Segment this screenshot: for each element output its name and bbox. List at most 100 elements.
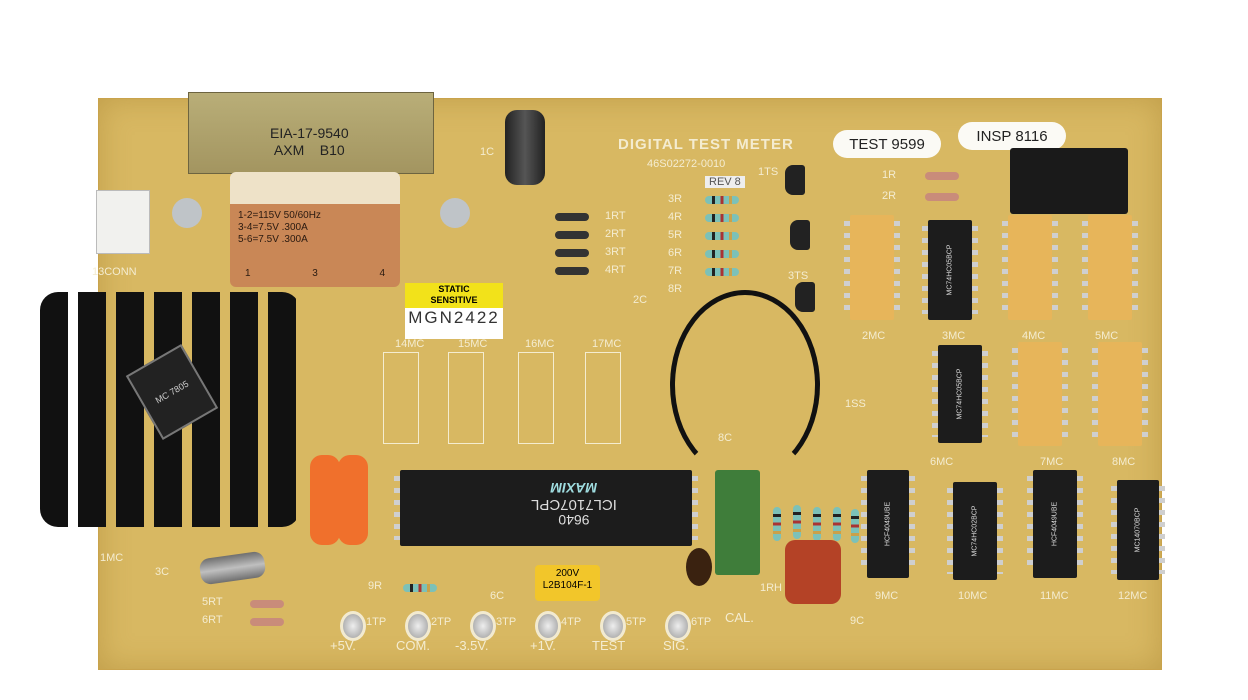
chip-model: ICL7107CPL bbox=[531, 496, 617, 513]
footprint-14mc bbox=[383, 352, 419, 444]
transformer-rating: 3-4=7.5V .300A bbox=[238, 222, 308, 233]
insp-sticker: INSP 8116 bbox=[958, 122, 1066, 150]
test-point-4tp[interactable] bbox=[535, 611, 561, 641]
test-point-label-6tp: SIG. bbox=[663, 638, 690, 653]
capacitor-orange-2 bbox=[338, 455, 368, 545]
chip-brand-logo: MAXIM bbox=[550, 480, 598, 496]
ic-11mc: HCF4049UBE bbox=[1027, 470, 1083, 578]
test-point-label-5tp: TEST bbox=[592, 638, 626, 653]
test-point-id-5tp: 5TP bbox=[626, 616, 647, 628]
ic-6mc: MC74HC05BCP bbox=[932, 345, 988, 443]
transformer-text: EIA-17-9540 AXM B10 bbox=[270, 125, 349, 159]
ic-label-11mc: 11MC bbox=[1040, 590, 1069, 602]
test-point-id-2tp: 2TP bbox=[431, 616, 452, 628]
ic-marking-10mc: MC74HC02BCP bbox=[971, 505, 979, 557]
label-1ts: 1TS bbox=[758, 166, 779, 178]
static-label-line1: STATIC bbox=[438, 284, 470, 294]
part-number: 46S02272-0010 bbox=[647, 158, 726, 170]
label-2rt: 2RT bbox=[605, 228, 626, 240]
ic-12mc: MC14070BCP bbox=[1111, 480, 1165, 580]
ic-label-10mc: 10MC bbox=[958, 590, 988, 602]
label-1rh: 1RH bbox=[760, 582, 783, 594]
ic-label-4mc: 4MC bbox=[1022, 330, 1046, 342]
transformer-line2: AXM B10 bbox=[273, 142, 345, 158]
label-3c: 3C bbox=[155, 566, 170, 578]
revision-label: REV 8 bbox=[705, 176, 745, 188]
resistor-6r bbox=[705, 250, 739, 258]
resistor-7r bbox=[705, 268, 739, 276]
static-sensitive-label: STATIC SENSITIVE MGN2422 bbox=[405, 283, 503, 339]
diode-3rt bbox=[555, 249, 589, 257]
ic-8mc bbox=[1092, 342, 1148, 446]
transistor-3ts bbox=[795, 282, 815, 312]
ic-10mc: MC74HC02BCP bbox=[947, 482, 1003, 580]
label-5r: 5R bbox=[668, 229, 683, 241]
ic-3mc: MC74HC05BCP bbox=[922, 220, 978, 320]
test-point-6tp[interactable] bbox=[665, 611, 691, 641]
test-point-id-6tp: 6TP bbox=[691, 616, 712, 628]
diode-4rt bbox=[555, 267, 589, 275]
transformer-pin: 3 bbox=[312, 268, 318, 279]
transformer-pin: 4 bbox=[379, 268, 385, 279]
label-4r: 4R bbox=[668, 211, 683, 223]
capacitor-orange-1 bbox=[310, 455, 340, 545]
ic-5mc bbox=[1082, 215, 1138, 320]
regulator-marking: MC 7805 bbox=[153, 378, 191, 406]
transistor-2ts bbox=[790, 220, 810, 250]
label-6r: 6R bbox=[668, 247, 683, 259]
ic-label-9mc: 9MC bbox=[875, 590, 899, 602]
ic-label-14mc: 14MC bbox=[395, 338, 425, 350]
test-point-1tp[interactable] bbox=[340, 611, 366, 641]
label-cal: CAL. bbox=[725, 610, 754, 625]
resistor-9r bbox=[403, 584, 437, 592]
label-1c: 1C bbox=[480, 146, 495, 158]
ic-marking-12mc: MC14070BCP bbox=[1134, 507, 1142, 553]
main-chip-icl7107: 9640 ICL7107CPL MAXIM bbox=[394, 470, 698, 546]
wire-loop bbox=[670, 290, 820, 480]
calibration-potentiometer[interactable] bbox=[715, 470, 760, 575]
test-point-5tp[interactable] bbox=[600, 611, 626, 641]
label-3r: 3R bbox=[668, 193, 683, 205]
test-point-id-1tp: 1TP bbox=[366, 616, 387, 628]
ic-label-6mc: 6MC bbox=[930, 456, 954, 468]
label-5rt: 5RT bbox=[202, 596, 223, 608]
test-point-3tp[interactable] bbox=[470, 611, 496, 641]
footprint-17mc bbox=[585, 352, 621, 444]
resistor-2r bbox=[925, 193, 959, 201]
resistor-lower-4 bbox=[833, 507, 841, 541]
ic-marking-6mc: MC74HC05BCP bbox=[956, 368, 964, 420]
test-point-2tp[interactable] bbox=[405, 611, 431, 641]
resistor-3r bbox=[705, 196, 739, 204]
resistor-5r bbox=[705, 232, 739, 240]
transistor-1ts bbox=[785, 165, 805, 195]
label-7r: 7R bbox=[668, 265, 683, 277]
ic-marking-3mc: MC74HC05BCP bbox=[946, 244, 954, 296]
test-point-id-4tp: 4TP bbox=[561, 616, 582, 628]
mount-nut-right bbox=[440, 198, 470, 228]
ic-label-15mc: 15MC bbox=[458, 338, 488, 350]
ic-label-2mc: 2MC bbox=[862, 330, 886, 342]
label-9r: 9R bbox=[368, 580, 383, 592]
ic-label-8mc: 8MC bbox=[1112, 456, 1136, 468]
ic-marking-11mc: HCF4049UBE bbox=[1051, 501, 1059, 547]
label-1r: 1R bbox=[882, 169, 897, 181]
label-2c: 2C bbox=[633, 294, 648, 306]
resistor-lower-1 bbox=[773, 507, 781, 541]
ic-label-12mc: 12MC bbox=[1118, 590, 1148, 602]
test-point-label-4tp: +1V. bbox=[530, 638, 556, 653]
label-6rt: 6RT bbox=[202, 614, 223, 626]
connector-label: 13CONN bbox=[92, 266, 137, 278]
static-label-line2: SENSITIVE bbox=[430, 295, 478, 305]
ic-7mc bbox=[1012, 342, 1068, 446]
connector bbox=[96, 190, 150, 254]
ic-2mc bbox=[844, 215, 900, 320]
chip-date-code: 9640 bbox=[558, 512, 590, 528]
capacitor-9c bbox=[785, 540, 841, 604]
diode-6rt bbox=[250, 618, 284, 626]
resistor-4r bbox=[705, 214, 739, 222]
diode-2rt bbox=[555, 231, 589, 239]
ic-marking-9mc: HCF4049UBE bbox=[884, 501, 892, 547]
label-4rt: 4RT bbox=[605, 264, 626, 276]
static-label-code: MGN2422 bbox=[408, 308, 500, 327]
test-point-label-2tp: COM. bbox=[396, 638, 430, 653]
